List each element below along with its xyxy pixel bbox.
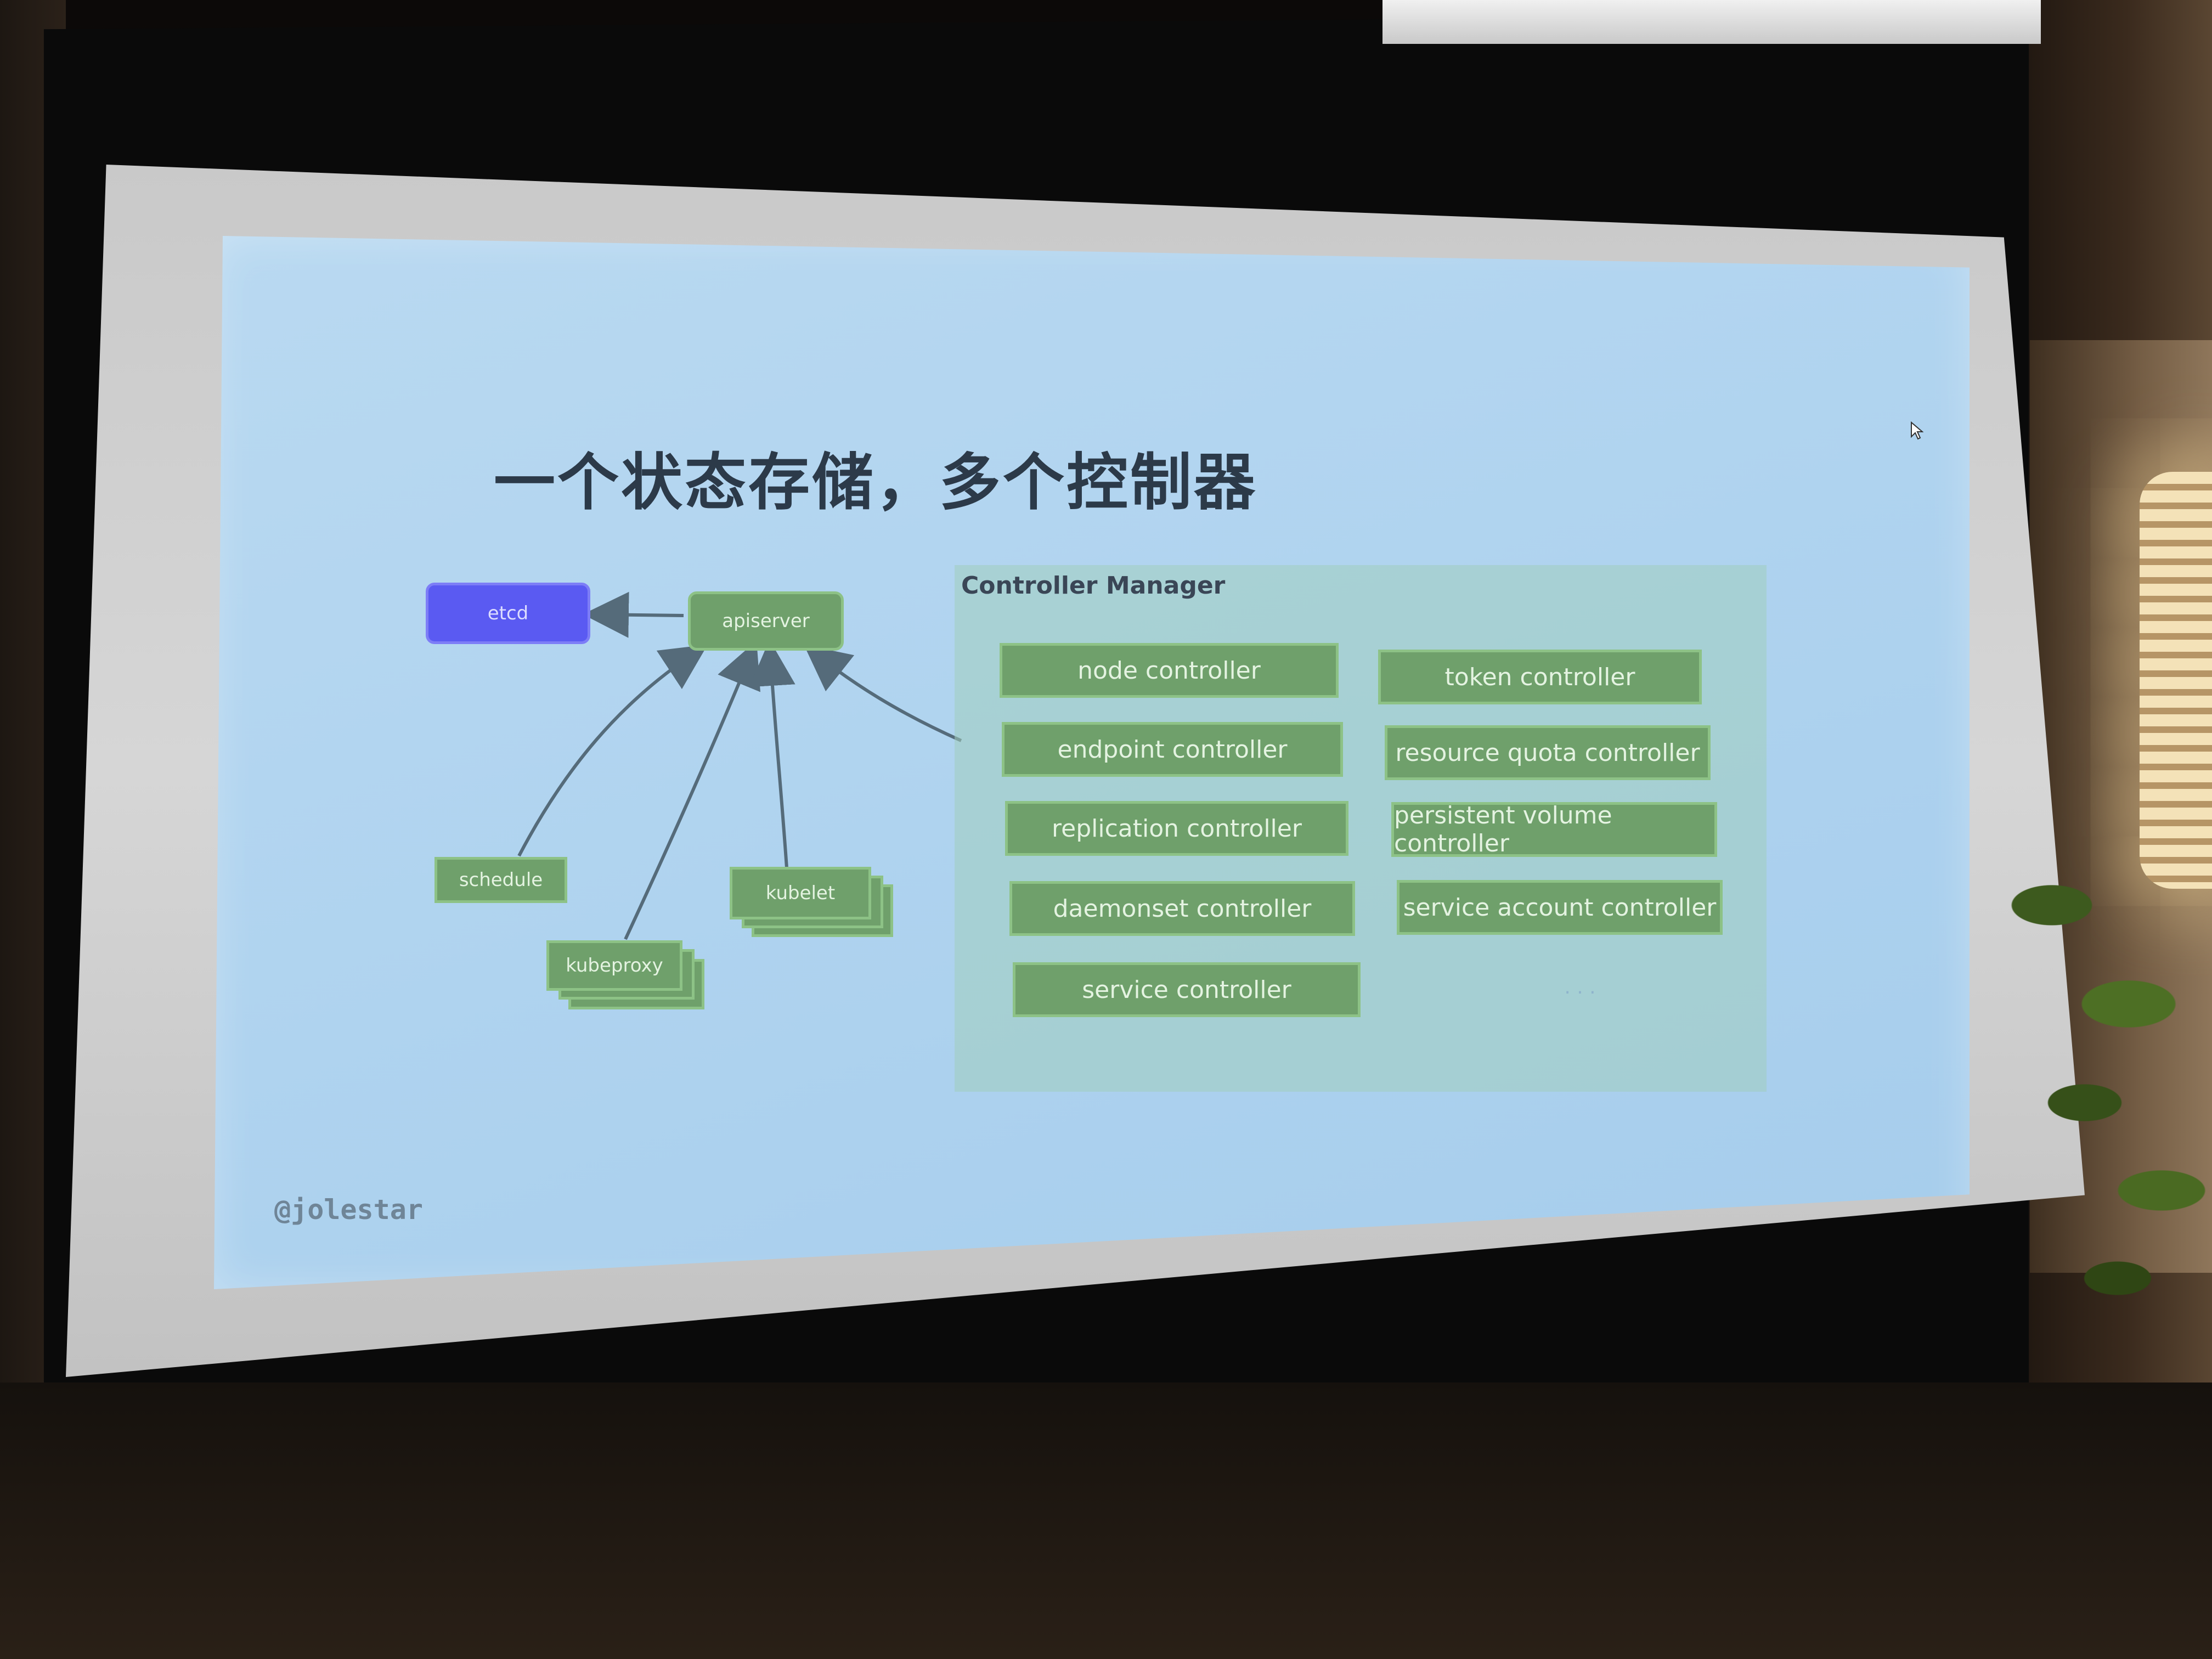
node-controller: node controller: [1000, 643, 1339, 698]
slide-title: 一个状态存储，多个控制器: [494, 447, 1257, 518]
service-controller: service controller: [1013, 962, 1361, 1017]
resource-quota-controller: resource quota controller: [1385, 725, 1711, 780]
kubelet-node: kubelet: [730, 867, 871, 919]
more-controllers-ellipsis: · · ·: [1564, 981, 1596, 1004]
endpoint-controller: endpoint controller: [1002, 722, 1343, 777]
schedule-node: schedule: [435, 857, 567, 903]
potted-plant: [1986, 795, 2212, 1344]
daemonset-controller: daemonset controller: [1009, 881, 1355, 936]
author-watermark: @jolestar: [274, 1194, 423, 1226]
kubeproxy-node: kubeproxy: [546, 940, 682, 991]
service-account-controller: service account controller: [1397, 880, 1723, 935]
mouse-cursor-icon: [1911, 421, 1923, 440]
persistent-volume-controller: persistent volume controller: [1391, 802, 1717, 857]
apiserver-node: apiserver: [688, 591, 844, 651]
etcd-node: etcd: [426, 583, 590, 644]
lower-wall-frame: [0, 1383, 2212, 1659]
token-controller: token controller: [1378, 650, 1702, 704]
controller-manager-label: Controller Manager: [961, 572, 1226, 600]
screen-mount-bar: [1383, 0, 2041, 44]
replication-controller: replication controller: [1005, 801, 1348, 856]
